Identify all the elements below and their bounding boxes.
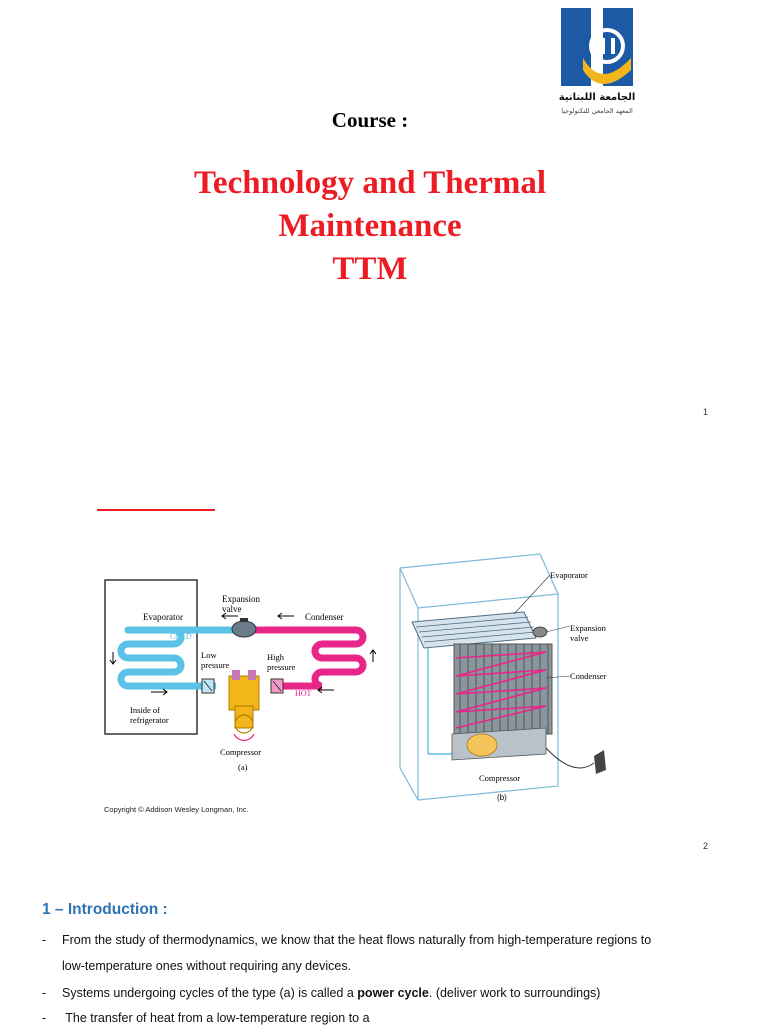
label-compressor-b: Compressor [479,773,520,783]
logo-arabic-name: الجامعة اللبنانية [558,92,636,103]
label-evaporator-b: Evaporator [550,570,588,580]
evaporator-coil [117,626,208,690]
bullet-dash: - [42,933,47,947]
logo-arabic-subtitle: المعهد الجامعي للتكنولوجيا [561,107,633,115]
expansion-valve-icon [231,620,257,638]
diagram-b: Evaporator Expansion valve Condenser Com… [399,553,607,802]
university-logo: الجامعة اللبنانية المعهد الجامعي للتكنول… [555,8,677,120]
label-inside-1: Inside of [130,705,160,715]
label-high-pressure-2: pressure [267,662,296,672]
section-heading: 1 – Introduction : [42,901,168,918]
label-low-pressure-1: Low [201,650,217,660]
course-title-line-2: Maintenance [278,208,462,244]
course-title-line-1: Technology and Thermal [193,165,547,201]
evaporator-grid-icon [411,611,537,649]
label-inside-2: refrigerator [130,715,169,725]
red-divider [97,509,215,511]
bullet-text: The transfer of heat from a low-temperat… [62,1011,370,1025]
label-expansion-b-1: Expansion [570,623,607,633]
compressor-b-icon [451,727,547,761]
bullet-text-continued: low-temperature ones without requiring a… [62,959,352,973]
condenser-coil [250,626,367,690]
label-high-pressure-1: High [267,652,285,662]
label-expansion-a-2: valve [222,604,242,614]
condenser-grid-icon [453,643,553,735]
label-evaporator-a: Evaporator [143,612,183,622]
caption-a: (a) [238,762,248,772]
refrigerator-box [104,579,198,735]
page-number-2: 2 [703,841,709,851]
refrigerator-3d-box [399,553,559,801]
label-condenser-b: Condenser [570,671,607,681]
label-cold: COLD [170,632,192,641]
bullet-text: Systems undergoing cycles of the type (a… [62,986,600,1000]
bullet-dash: - [42,1011,47,1025]
expansion-valve-b-icon [532,626,548,638]
university-logo-icon [561,8,633,86]
bullet-text: From the study of thermodynamics, we kno… [62,933,652,947]
label-compressor-a: Compressor [220,747,261,757]
label-low-pressure-2: pressure [201,660,230,670]
label-expansion-a-1: Expansion [222,594,260,604]
course-label: Course : [331,108,409,132]
label-expansion-b-2: valve [570,633,589,643]
copyright-note: Copyright © Addison Wesley Longman, Inc. [104,805,249,814]
diagram-a: Evaporator Expansion valve Condenser COL… [104,579,377,772]
refrigeration-diagram: Evaporator Expansion valve Condenser COL… [104,553,607,802]
bullet-bold-term: power cycle [357,986,429,1000]
course-title-line-3: TTM [332,251,408,287]
bullet-text-before: Systems undergoing cycles of the type (a… [62,986,358,1000]
bullet-dash: - [42,986,47,1000]
power-plug-icon [594,750,606,774]
compressor-a-icon [228,670,260,742]
bullet-text-after: . (deliver work to surroundings) [428,986,601,1000]
page-number-1: 1 [703,407,709,417]
label-hot: HOT [295,689,312,698]
caption-b: (b) [497,793,507,802]
label-condenser-a: Condenser [305,612,344,622]
